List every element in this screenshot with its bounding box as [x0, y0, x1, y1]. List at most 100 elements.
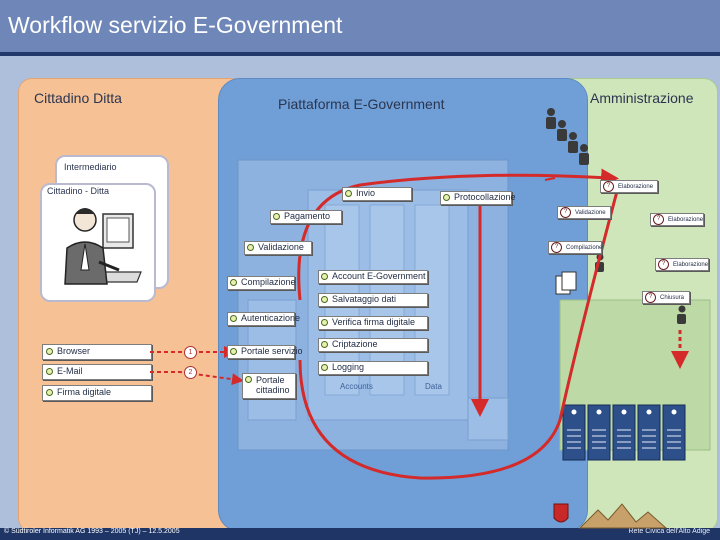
portale-cittadino-item: Portale cittadino — [245, 375, 291, 395]
step-icon: ? — [551, 242, 562, 253]
admin-compilazione-label: Compilazione — [566, 244, 603, 251]
browser-item: Browser — [46, 346, 90, 356]
service-logging-label: Logging — [332, 362, 365, 372]
title-bar — [0, 0, 720, 52]
service-account-label: Account E-Government — [332, 271, 426, 281]
verifica-box — [318, 316, 428, 330]
admin-server-5 — [662, 404, 686, 461]
admin-servers — [562, 404, 686, 461]
protocollazione-label: Protocollazione — [454, 192, 516, 202]
validazione-box — [244, 241, 312, 255]
bullet-icon — [345, 189, 352, 197]
accounts-label: Accounts — [340, 382, 373, 391]
bullet-icon — [230, 347, 237, 355]
admin-staff-figures — [546, 108, 686, 324]
intermediario-label: Intermediario — [64, 162, 117, 172]
portale-servizio-label: Portale servizio — [241, 346, 303, 356]
bullet-icon — [46, 367, 53, 375]
admin-validazione-label: Validazione — [575, 209, 606, 216]
footer-network-label: Rete Civica dell'Alto Adige — [628, 528, 711, 535]
bullet-icon — [321, 363, 328, 371]
mountains-icon — [578, 503, 668, 529]
invio-box — [342, 187, 412, 201]
autenticazione-item: Autenticazione — [230, 313, 300, 323]
footer-copyright: © Südtiroler Informatik AG 1993 – 2005 (… — [4, 528, 180, 535]
bullet-icon — [443, 193, 450, 201]
bullet-icon — [230, 314, 237, 322]
flow-line-2 — [150, 371, 244, 386]
admin-elaborazione-1-label: Elaborazione — [618, 183, 654, 190]
invio-label: Invio — [356, 188, 376, 198]
portale-servizio-item: Portale servizio — [230, 346, 303, 356]
service-logging: Logging — [321, 362, 364, 372]
step-icon: ? — [645, 292, 656, 303]
service-salvataggio: Salvataggio dati — [321, 294, 396, 304]
validazione-label: Validazione — [258, 242, 304, 252]
admin-elaborazione-2: ? Elaborazione — [653, 214, 703, 225]
pagamento-item: Pagamento — [273, 211, 330, 221]
admin-server-2 — [587, 404, 611, 461]
admin-elaborazione-3: ?Elaborazione — [658, 259, 708, 270]
firma-digitale-item: Firma digitale — [46, 387, 111, 397]
flow-cycle-arc — [298, 179, 622, 480]
email-label: E-Mail — [57, 366, 83, 376]
step-icon: ? — [653, 214, 664, 225]
flow-number-1: 1 — [184, 346, 197, 359]
admin-elaborazione-1: ? Elaborazione — [603, 181, 653, 192]
step-icon: ? — [603, 181, 614, 192]
bullet-icon — [321, 295, 328, 303]
firma-digitale-label: Firma digitale — [57, 387, 112, 397]
invio-item: Invio — [345, 188, 375, 198]
admin-chiusura-label: Chiusura — [660, 294, 685, 301]
salvataggio-box — [318, 293, 428, 307]
protocollazione-box — [440, 191, 512, 205]
bullet-icon — [245, 376, 252, 383]
portale-cittadino-label: Portale cittadino — [256, 375, 290, 395]
admin-validazione: ?Validazione — [560, 207, 606, 218]
pagamento-box — [270, 210, 342, 224]
bullet-icon — [321, 318, 328, 326]
pagamento-label: Pagamento — [284, 211, 331, 221]
step-icon: ? — [658, 259, 669, 270]
cittadino-label: Cittadino Ditta — [34, 90, 122, 106]
firma-box — [42, 385, 152, 401]
bullet-icon — [46, 388, 53, 396]
user-at-computer-icon — [64, 208, 142, 285]
admin-compilazione: ? Compilazione — [551, 242, 602, 253]
bullet-icon — [321, 340, 328, 348]
protocollazione-item: Protocollazione — [443, 192, 516, 202]
title-rule — [0, 52, 720, 56]
admin-server-4 — [637, 404, 661, 461]
coat-of-arms-icon — [553, 503, 569, 523]
admin-server-3 — [612, 404, 636, 461]
email-item: E-Mail — [46, 366, 83, 376]
criptazione-box — [318, 338, 428, 352]
compilazione-box — [227, 276, 295, 290]
service-verifica-label: Verifica firma digitale — [332, 317, 416, 327]
service-criptazione: Criptazione — [321, 339, 378, 349]
autenticazione-box — [227, 312, 295, 326]
service-criptazione-label: Criptazione — [332, 339, 378, 349]
bullet-icon — [230, 278, 237, 286]
bullet-icon — [321, 272, 328, 280]
service-salvataggio-label: Salvataggio dati — [332, 294, 397, 304]
bullet-icon — [46, 347, 53, 355]
admin-chiusura: ? Chiusura — [645, 292, 684, 303]
browser-label: Browser — [57, 346, 91, 356]
service-account: Account E-Government — [321, 271, 426, 281]
bullet-icon — [247, 243, 254, 251]
cittadino-ditta-label: Cittadino - Ditta — [47, 186, 110, 196]
validazione-item: Validazione — [247, 242, 304, 252]
compilazione-item: Compilazione — [230, 277, 296, 287]
footer-logo — [553, 503, 668, 529]
logging-box — [318, 361, 428, 375]
portale-cittadino-box — [242, 373, 296, 399]
admin-elaborazione-2-label: Elaborazione — [668, 216, 704, 223]
admin-server-1 — [562, 404, 586, 461]
portale-servizio-box — [227, 345, 295, 359]
admin-document-icon — [555, 271, 577, 295]
cittadino-panel — [18, 78, 245, 532]
